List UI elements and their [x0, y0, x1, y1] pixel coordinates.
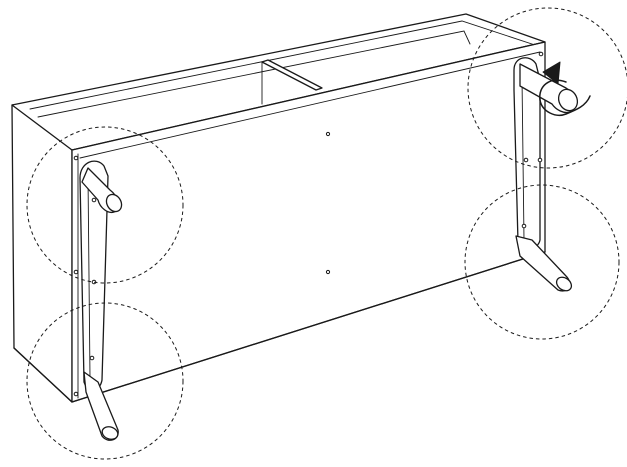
- panel-hole-upper: [325, 131, 331, 137]
- callout-left-upper: [26, 126, 184, 284]
- callout-right-upper: [467, 7, 627, 169]
- right-foot-end: [555, 276, 573, 292]
- left-screw-2: [91, 197, 97, 203]
- left-screw-5: [89, 355, 95, 361]
- bottom-edge: [13, 251, 546, 403]
- right-leg-assembly: [513, 51, 579, 292]
- rotate-clockwise-arrow-icon: [539, 61, 591, 116]
- cabinet-body: [11, 13, 546, 403]
- left-screw-1: [73, 155, 79, 161]
- left-upper-peg-end: [105, 193, 123, 213]
- center-divider: [261, 59, 323, 91]
- right-screw-2: [523, 157, 529, 163]
- detail-callouts: [26, 7, 627, 460]
- right-screw-4: [521, 223, 527, 229]
- callout-right-lower: [464, 184, 620, 340]
- panel-hole-lower: [325, 269, 331, 275]
- top-rim-edge: [29, 20, 539, 110]
- left-screw-6: [73, 391, 79, 397]
- left-foot-end: [101, 426, 119, 440]
- right-screw-1: [538, 51, 544, 57]
- right-top-peg-end: [557, 88, 579, 112]
- left-rail-inner-edge: [87, 175, 91, 379]
- top-rim-edge-inner: [37, 30, 471, 118]
- right-screw-3: [537, 157, 543, 163]
- left-leg-assembly: [73, 155, 123, 441]
- front-top-bevel: [79, 51, 541, 159]
- front-top-edge: [71, 41, 546, 151]
- left-screw-3: [73, 269, 79, 275]
- right-rail-inner-edge: [521, 77, 525, 241]
- callout-left-lower: [26, 302, 184, 460]
- left-side-panel: [11, 103, 73, 403]
